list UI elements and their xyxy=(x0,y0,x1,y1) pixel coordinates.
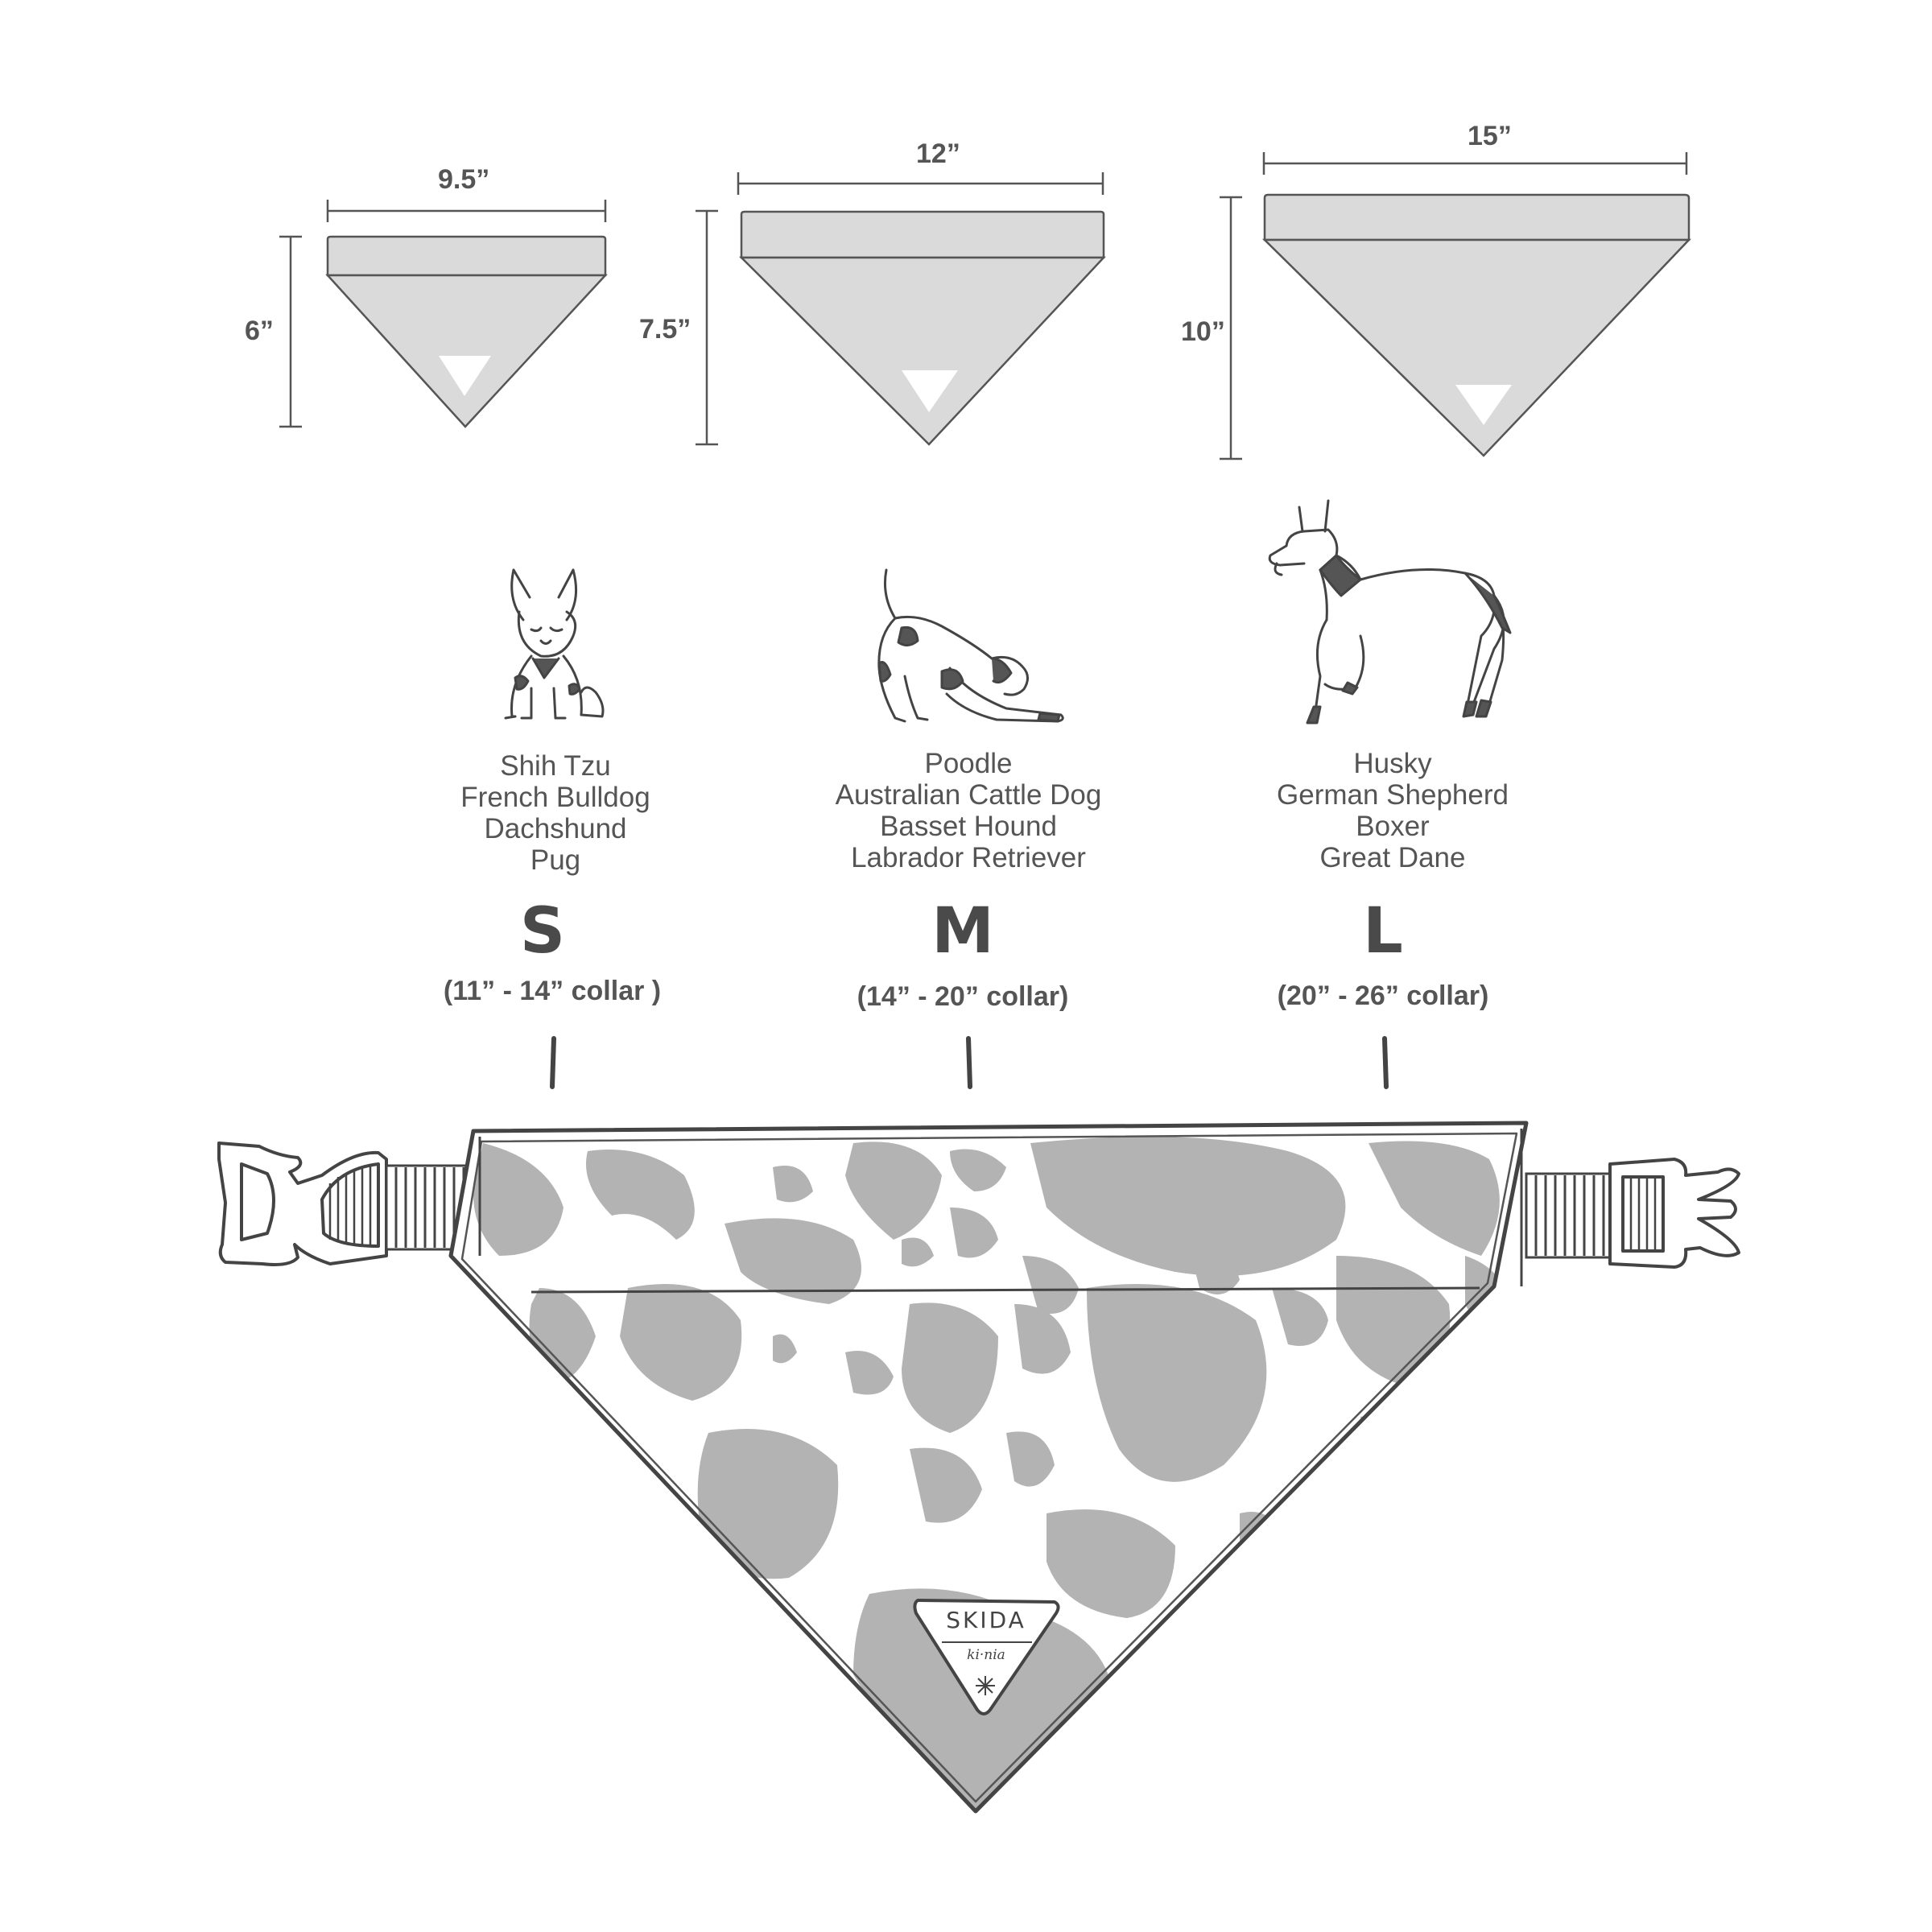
medium-width-label: 12” xyxy=(916,138,960,169)
size-letter-large: L xyxy=(1363,895,1403,968)
large-bandana-band xyxy=(1263,193,1690,242)
medium-bandana-band xyxy=(740,210,1105,259)
breed-name: Basset Hound xyxy=(880,811,1057,842)
medium-bandana-triangle xyxy=(738,256,1106,446)
snowflake-icon xyxy=(976,1676,995,1695)
breed-name: French Bulldog xyxy=(460,782,650,813)
large-bandana-triangle xyxy=(1261,238,1691,457)
collar-bandana-illustration xyxy=(217,1121,1740,1814)
small-collar-range: (11” - 14” collar ) xyxy=(443,976,662,1006)
large-width-label: 15” xyxy=(1468,121,1512,151)
brand-name: SKIDA xyxy=(946,1607,1026,1633)
breed-name: Dachshund xyxy=(484,813,627,844)
size-indicator-ticks xyxy=(550,1036,1389,1089)
large-bandana-tag xyxy=(1455,385,1512,425)
small-width-label: 9.5” xyxy=(438,164,490,195)
large-bandana-diagram xyxy=(1220,152,1691,460)
medium-bandana-tag xyxy=(902,370,958,412)
large-collar-range: (20” - 26” collar) xyxy=(1277,980,1489,1011)
breed-name: Shih Tzu xyxy=(500,750,611,782)
right-buckle xyxy=(1608,1158,1740,1269)
large-breed-list: Husky German Shepherd Boxer Great Dane xyxy=(1183,748,1602,873)
brand-signature: ki·nia xyxy=(967,1647,1005,1663)
bandana-fold-line xyxy=(530,1286,1480,1294)
large-dog-icon xyxy=(1268,499,1512,724)
bandana-outline xyxy=(448,1121,1529,1814)
left-buckle xyxy=(217,1141,388,1266)
breed-name: Husky xyxy=(1353,748,1432,779)
medium-collar-range: (14” - 20” collar) xyxy=(857,981,1069,1012)
small-height-label: 6” xyxy=(245,316,274,346)
size-letter-small: S xyxy=(519,895,566,968)
medium-breed-list: Poodle Australian Cattle Dog Basset Houn… xyxy=(759,748,1178,873)
breed-name: Great Dane xyxy=(1319,842,1466,873)
breed-name: German Shepherd xyxy=(1277,779,1509,811)
breed-name: Labrador Retriever xyxy=(851,842,1086,873)
breed-name: Boxer xyxy=(1356,811,1430,842)
small-bandana-band xyxy=(326,235,607,277)
small-breed-list: Shih Tzu French Bulldog Dachshund Pug xyxy=(346,750,765,876)
large-height-label: 10” xyxy=(1181,316,1225,347)
brand-tag xyxy=(913,1599,1060,1715)
french-bulldog-icon xyxy=(504,568,605,720)
medium-bandana-diagram xyxy=(696,172,1106,446)
right-strap xyxy=(1525,1172,1616,1259)
breed-name: Pug xyxy=(530,844,581,876)
bandana-body xyxy=(451,1123,1526,1811)
breed-name: Poodle xyxy=(924,748,1013,779)
small-bandana-diagram xyxy=(279,200,608,428)
medium-height-label: 7.5” xyxy=(639,314,691,345)
size-letter-medium: M xyxy=(931,895,994,968)
small-bandana-triangle xyxy=(325,274,608,428)
small-bandana-tag xyxy=(439,356,491,396)
stretching-dog-icon xyxy=(877,568,1064,723)
breed-name: Australian Cattle Dog xyxy=(835,779,1102,811)
